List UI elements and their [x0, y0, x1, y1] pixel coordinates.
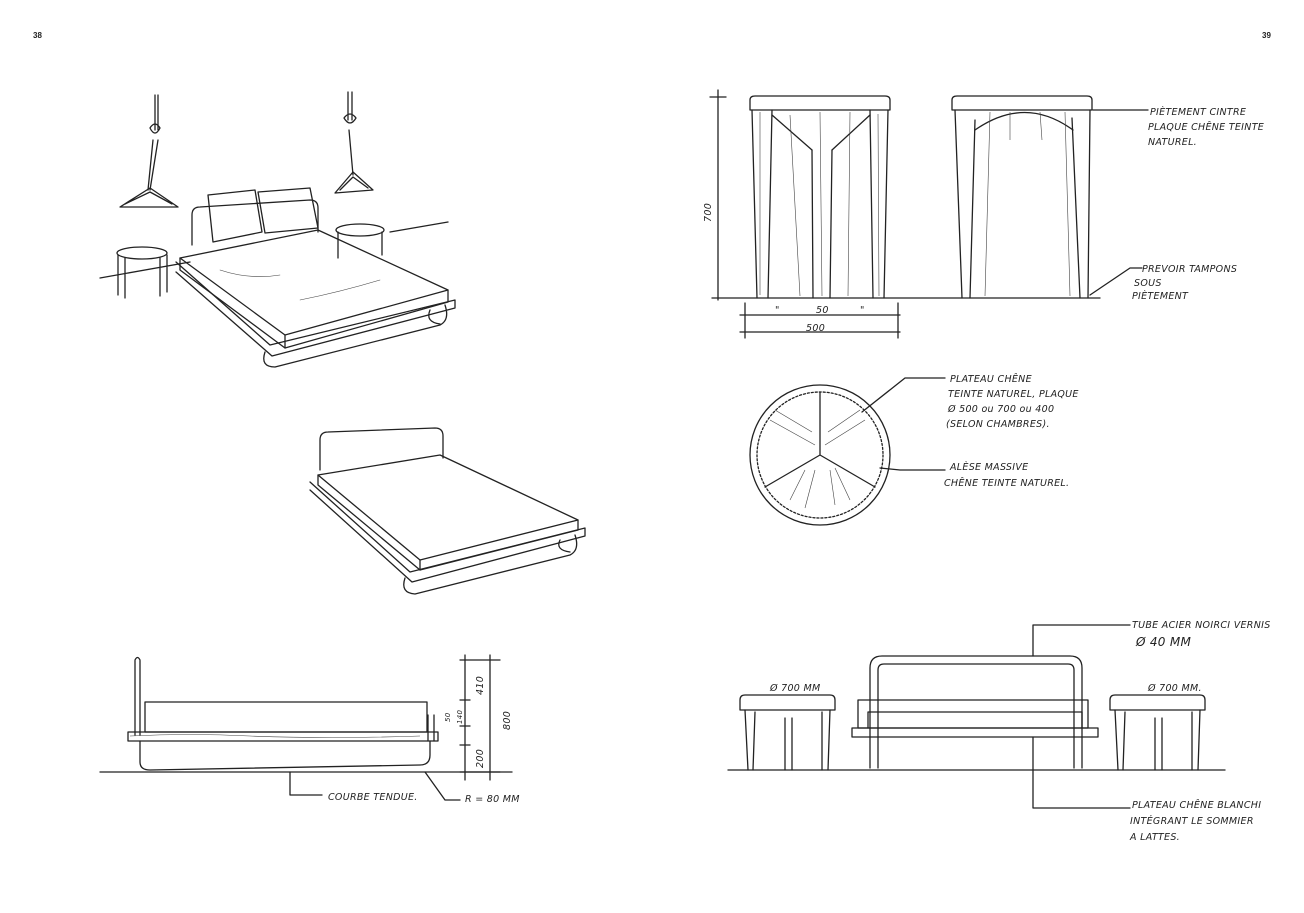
stool-note-top-3: NATUREL.	[1148, 137, 1197, 148]
perspective-bed-sketch-with-lamps	[99, 91, 456, 368]
stool-note-bottom-2: SOUS	[1134, 278, 1162, 289]
stool-elevation: 700 50 " " 500 PIÈTEMENT CINTRE PLAQUE C…	[703, 89, 1264, 339]
page-number-right: 39	[1262, 31, 1271, 40]
radius-label: R = 80 MM	[465, 794, 520, 805]
bed-side-elevation: COURBE TENDUE. R = 80 MM 410 140 50 200 …	[99, 654, 520, 805]
tube-note-1: TUBE ACIER NOIRCI VERNIS	[1132, 620, 1271, 631]
perspective-bed-sketch	[309, 427, 586, 595]
right-table-diameter: Ø 700 MM.	[1147, 683, 1202, 694]
stool-note-top-2: PLAQUE CHÊNE TEINTE	[1148, 121, 1264, 133]
stool-dim-50: 50	[816, 305, 829, 316]
plan-note-top-1: PLATEAU CHÊNE	[950, 373, 1032, 385]
plan-note-top-3: Ø 500 ou 700 ou 400	[947, 404, 1054, 415]
dim-140: 140	[456, 709, 464, 724]
dim-410: 410	[475, 676, 486, 695]
bed-front-elevation: TUBE ACIER NOIRCI VERNIS Ø 40 MM Ø 700 M…	[727, 620, 1271, 843]
plan-note-top-2: TEINTE NATUREL, PLAQUE	[948, 389, 1079, 400]
round-top-plan: PLATEAU CHÊNE TEINTE NATUREL, PLAQUE Ø 5…	[749, 373, 1079, 526]
stool-note-bottom-3: PIÈTEMENT	[1132, 290, 1189, 302]
stool-height-dim: 700	[703, 203, 714, 222]
stool-note-top-1: PIÈTEMENT CINTRE	[1150, 106, 1246, 118]
plateau-note-3: A LATTES.	[1129, 832, 1180, 843]
plan-note-top-4: (SELON CHAMBRES).	[946, 419, 1050, 430]
plan-note-bottom-2: CHÊNE TEINTE NATUREL.	[944, 477, 1069, 489]
dim-800: 800	[502, 711, 513, 730]
left-table-diameter: Ø 700 MM	[769, 683, 820, 694]
stool-note-bottom-1: PREVOIR TAMPONS	[1142, 264, 1237, 275]
plan-note-bottom-1: ALÈSE MASSIVE	[949, 461, 1028, 473]
stool-dim-ditto-left: "	[775, 305, 780, 316]
plateau-note-2: INTÉGRANT LE SOMMIER	[1130, 815, 1254, 827]
dim-200: 200	[475, 749, 486, 768]
curve-label: COURBE TENDUE.	[328, 792, 418, 803]
tube-note-2: Ø 40 MM	[1135, 635, 1191, 649]
stool-dim-500: 500	[806, 323, 825, 334]
page-number-left: 38	[33, 31, 42, 40]
dim-50: 50	[444, 712, 452, 722]
stool-dim-ditto-right: "	[860, 305, 865, 316]
plateau-note-1: PLATEAU CHÊNE BLANCHI	[1132, 799, 1261, 811]
